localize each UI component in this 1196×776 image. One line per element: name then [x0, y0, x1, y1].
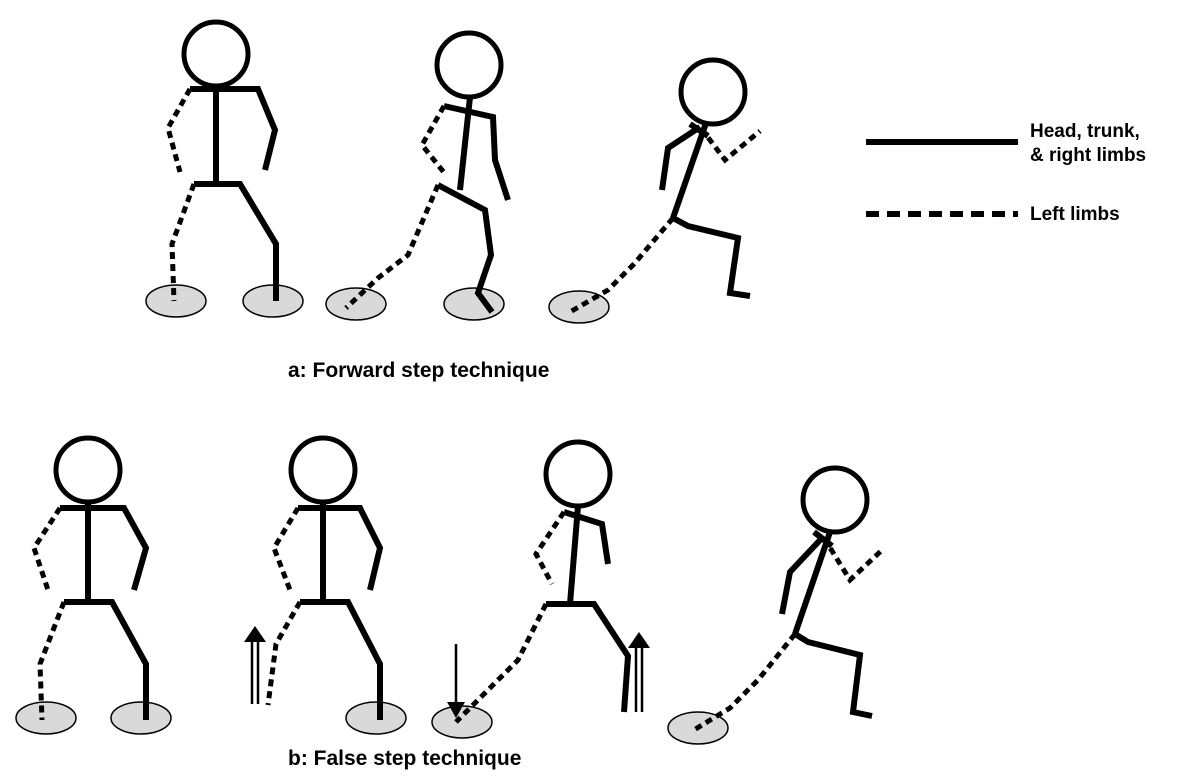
foot-pad: [548, 290, 610, 324]
left-limbs: [165, 87, 197, 302]
figure-head: [543, 439, 613, 509]
foot-pad: [431, 705, 493, 739]
legend-solid-label-line2: & right limbs: [1030, 145, 1146, 166]
figure-head: [800, 465, 870, 535]
left-limbs: [568, 126, 762, 315]
figure-a2-stepping: [325, 30, 511, 321]
figure-a3-driving: [548, 57, 762, 324]
foot-pad: [345, 701, 407, 735]
trunk-right-limbs: [60, 502, 150, 720]
foot-pad: [110, 701, 172, 735]
trunk-right-limbs: [298, 502, 384, 720]
figure-b4-driving: [667, 465, 884, 745]
left-limbs: [31, 506, 67, 721]
trunk-right-limbs: [190, 86, 279, 301]
left-limbs: [692, 536, 884, 733]
trunk-right-limbs: [546, 505, 632, 713]
down-arrow-icon: [447, 644, 465, 718]
panel-b: b: False step technique: [15, 435, 884, 770]
figure-head: [678, 57, 748, 127]
trunk-right-limbs: [659, 121, 751, 299]
foot-pad: [325, 287, 387, 321]
trunk-right-limbs: [779, 529, 873, 719]
figure-head: [181, 19, 251, 89]
legend: Head, trunk, & right limbs Left limbs: [866, 121, 1146, 225]
left-limbs: [265, 506, 303, 706]
figure-head: [288, 435, 358, 505]
trunk-right-limbs: [436, 96, 511, 314]
panel-b-caption: b: False step technique: [288, 747, 521, 770]
up-arrow-icon: [628, 632, 650, 712]
figure-head: [53, 435, 123, 505]
legend-solid-label-line1: Head, trunk,: [1030, 121, 1140, 142]
figure-b3-false-step: [431, 439, 650, 739]
panel-a: a: Forward step technique: [145, 19, 762, 382]
figure-b1-standing: [15, 435, 172, 735]
left-limbs: [344, 104, 448, 310]
foot-pad: [443, 287, 505, 321]
figure-b2-lifting: [244, 435, 407, 735]
up-arrow-icon: [244, 626, 266, 704]
figure-a1-standing: [145, 19, 304, 318]
left-limbs: [454, 510, 567, 724]
legend-dashed-label: Left limbs: [1030, 204, 1120, 225]
figure-head: [434, 30, 504, 100]
foot-pad: [15, 701, 77, 735]
panel-a-caption: a: Forward step technique: [288, 359, 549, 382]
foot-pad: [145, 284, 207, 318]
